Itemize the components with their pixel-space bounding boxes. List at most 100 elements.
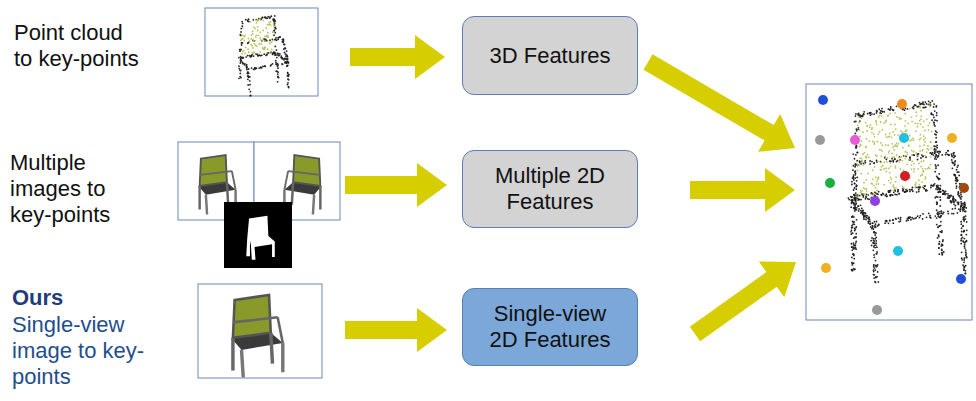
point (920, 166, 922, 168)
point (287, 78, 289, 80)
point (879, 169, 881, 171)
point (965, 273, 967, 275)
point (939, 191, 941, 193)
point (273, 19, 275, 21)
point (951, 161, 953, 163)
point (887, 144, 889, 146)
point (938, 247, 940, 249)
point (869, 126, 871, 128)
point (938, 243, 940, 245)
point (274, 45, 276, 47)
process-box: Single-view 2D Features (462, 288, 638, 366)
point (851, 196, 853, 198)
point (963, 269, 965, 271)
point (239, 62, 241, 64)
point (862, 153, 864, 155)
point (927, 168, 929, 170)
point (859, 144, 861, 146)
point (856, 160, 858, 162)
point (889, 132, 891, 134)
keypoint (815, 135, 825, 145)
point (855, 196, 857, 198)
point (913, 151, 915, 153)
point (873, 133, 875, 135)
point (899, 218, 901, 220)
point (922, 107, 924, 109)
point (287, 84, 289, 86)
block-arrow (345, 163, 447, 207)
point (274, 24, 276, 26)
point (890, 178, 892, 180)
point (272, 63, 274, 65)
point (947, 150, 949, 152)
point (855, 172, 857, 174)
point (855, 192, 857, 194)
block-arrow (345, 308, 447, 352)
point (953, 174, 955, 176)
point (963, 216, 965, 218)
point (857, 127, 859, 129)
point (872, 242, 874, 244)
point (857, 205, 859, 207)
point (939, 187, 941, 189)
point (953, 203, 955, 205)
point (873, 143, 875, 145)
point (287, 62, 289, 64)
point (854, 166, 856, 168)
point (853, 244, 855, 246)
point (943, 251, 945, 253)
point (885, 167, 887, 169)
point (258, 67, 260, 69)
point (902, 147, 904, 149)
point (249, 84, 251, 86)
point (251, 34, 253, 36)
point (913, 163, 915, 165)
point (279, 36, 281, 38)
point (266, 36, 268, 38)
point (869, 114, 871, 116)
point (857, 152, 859, 154)
point (947, 150, 949, 152)
point (923, 103, 925, 105)
point (273, 52, 275, 54)
point (889, 220, 891, 222)
point (951, 159, 953, 161)
point (908, 145, 910, 147)
point (287, 64, 289, 66)
point (915, 152, 917, 154)
point (874, 269, 876, 271)
point (875, 240, 877, 242)
point (965, 253, 967, 255)
point (862, 114, 864, 116)
point (854, 174, 856, 176)
point (880, 169, 882, 171)
point (957, 165, 959, 167)
point (855, 164, 857, 166)
point (961, 257, 963, 259)
point (895, 181, 897, 183)
point (887, 157, 889, 159)
point (851, 262, 853, 264)
point (952, 195, 954, 197)
point (246, 69, 248, 71)
point (935, 164, 937, 166)
point (238, 68, 240, 70)
point (938, 243, 940, 245)
point (940, 215, 942, 217)
point (286, 65, 288, 67)
point (911, 168, 913, 170)
point (947, 213, 949, 215)
point (926, 151, 928, 153)
point (275, 70, 277, 72)
point (878, 108, 880, 110)
point (934, 151, 936, 153)
point (911, 139, 913, 141)
point (873, 240, 875, 242)
point (938, 236, 940, 238)
point (286, 50, 288, 52)
point (876, 253, 878, 255)
point (874, 166, 876, 168)
point (855, 113, 857, 115)
point (872, 242, 874, 244)
keypoint (897, 99, 907, 109)
